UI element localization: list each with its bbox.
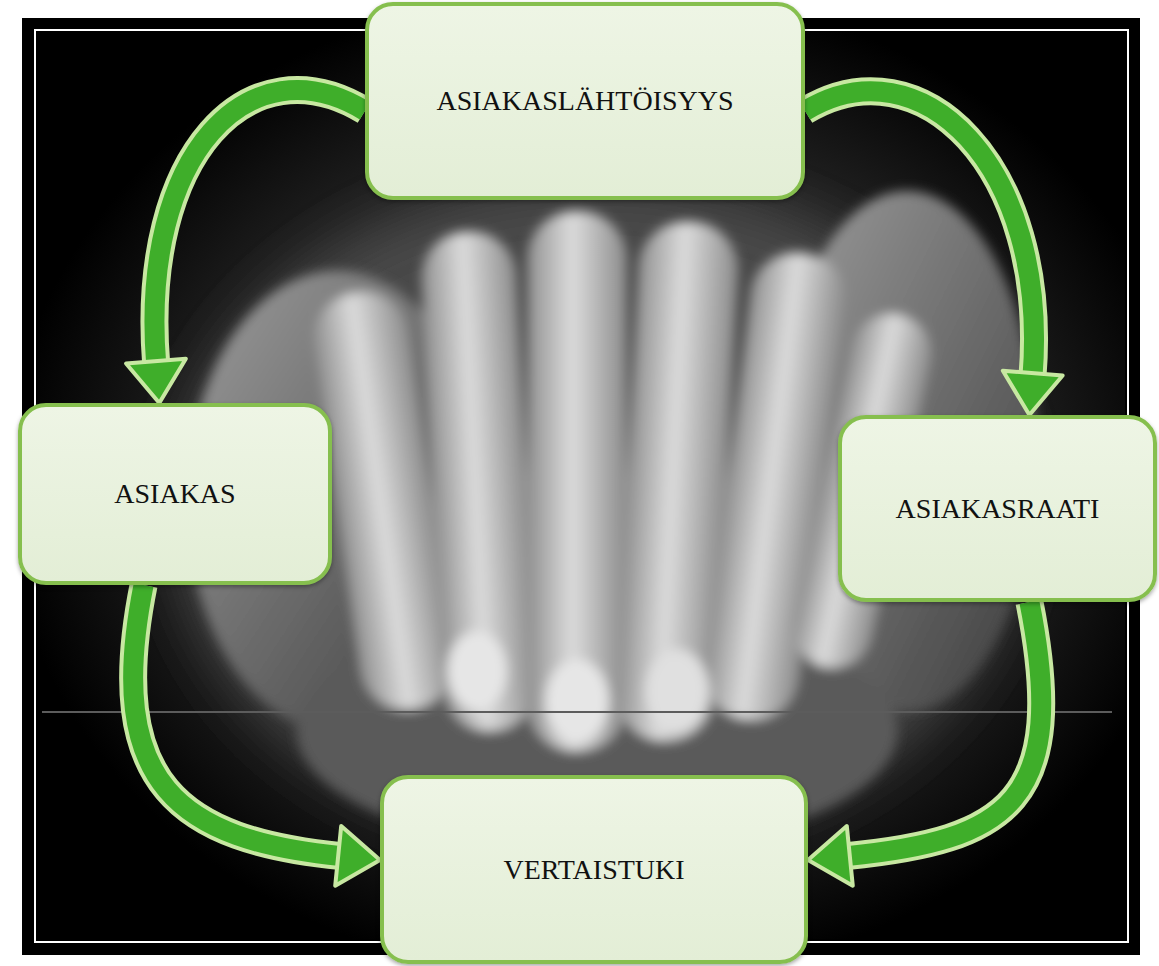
finger — [419, 229, 540, 733]
text-box: ASIAKASRAATI — [838, 415, 1157, 602]
box-label: ASIAKASRAATI — [896, 492, 1100, 526]
arrow-outline — [805, 91, 1034, 376]
finger — [527, 211, 627, 751]
arrow-head — [126, 359, 186, 403]
curved-arrow — [805, 91, 1063, 415]
photo-line — [42, 711, 1112, 713]
arrow-head — [1003, 371, 1063, 415]
arrow-outline — [847, 602, 1041, 856]
curved-arrow — [126, 90, 365, 403]
text-box: ASIAKAS — [18, 403, 332, 585]
fingernail — [645, 649, 709, 733]
text-box: ASIAKASLÄHTÖISYYS — [365, 2, 805, 200]
arrow-outline — [154, 90, 365, 364]
box-label: ASIAKASLÄHTÖISYYS — [436, 84, 733, 118]
box-label: VERTAISTUKI — [503, 853, 684, 887]
curved-arrow — [133, 585, 380, 886]
fingernail — [447, 631, 507, 711]
arrow-body — [847, 602, 1041, 856]
arrow-body — [805, 91, 1034, 376]
arrow-head — [335, 826, 380, 886]
text-box: VERTAISTUKI — [380, 775, 808, 964]
arrow-head — [808, 826, 853, 886]
box-label: ASIAKAS — [114, 477, 235, 511]
arrow-body — [154, 90, 365, 364]
curved-arrow — [808, 602, 1041, 886]
fingernail — [545, 659, 609, 743]
arrow-outline — [133, 585, 341, 856]
arrow-body — [133, 585, 341, 856]
